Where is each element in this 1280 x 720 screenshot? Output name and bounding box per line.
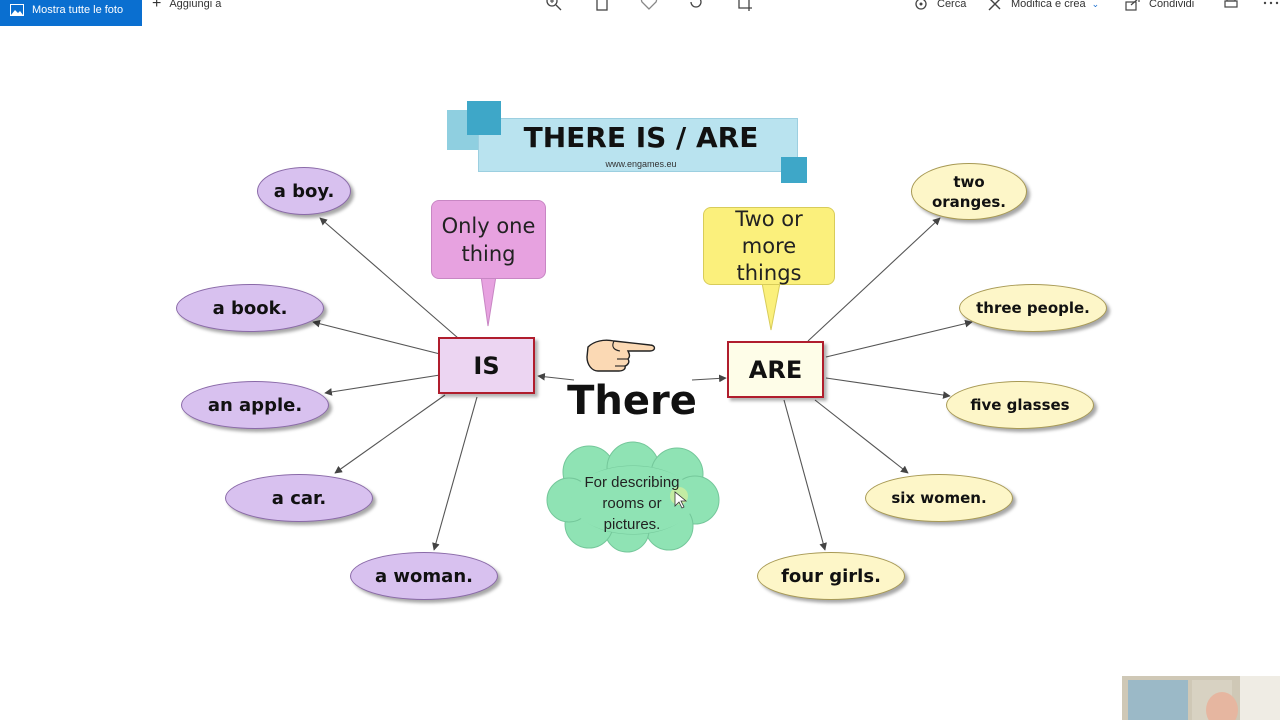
is-callout-line: thing: [442, 240, 536, 268]
are-callout-line: things: [735, 260, 803, 287]
is-example-oval: a book.: [176, 284, 324, 332]
are-example-oval: two oranges.: [911, 163, 1027, 220]
is-example-oval: a boy.: [257, 167, 351, 215]
are-callout-line: Two or: [735, 206, 803, 233]
is-example-oval: an apple.: [181, 381, 329, 429]
are-example-oval: four girls.: [757, 552, 905, 600]
are-example-line: two: [953, 172, 984, 192]
are-callout: Two or more things: [703, 207, 835, 285]
is-box: IS: [438, 337, 535, 394]
cloud-line: pictures.: [566, 514, 698, 535]
is-example-oval: a car.: [225, 474, 373, 522]
is-callout-line: Only one: [442, 212, 536, 240]
is-label: IS: [473, 352, 499, 380]
pointing-hand-icon: [584, 333, 658, 375]
are-callout-line: more: [735, 233, 803, 260]
are-example-oval: five glasses: [946, 381, 1094, 429]
center-word: There: [560, 378, 704, 424]
cloud-text: For describing rooms or pictures.: [566, 472, 698, 535]
is-callout: Only one thing: [431, 200, 546, 279]
is-example-oval: a woman.: [350, 552, 498, 600]
cloud-line: For describing: [566, 472, 698, 493]
cloud-line: rooms or: [566, 493, 698, 514]
are-box: ARE: [727, 341, 824, 398]
are-example-oval: three people.: [959, 284, 1107, 332]
webcam-overlay: [1122, 676, 1280, 720]
are-label: ARE: [749, 356, 802, 384]
are-example-oval: six women.: [865, 474, 1013, 522]
webcam-image: [1122, 676, 1280, 720]
are-example-line: oranges.: [932, 192, 1006, 212]
